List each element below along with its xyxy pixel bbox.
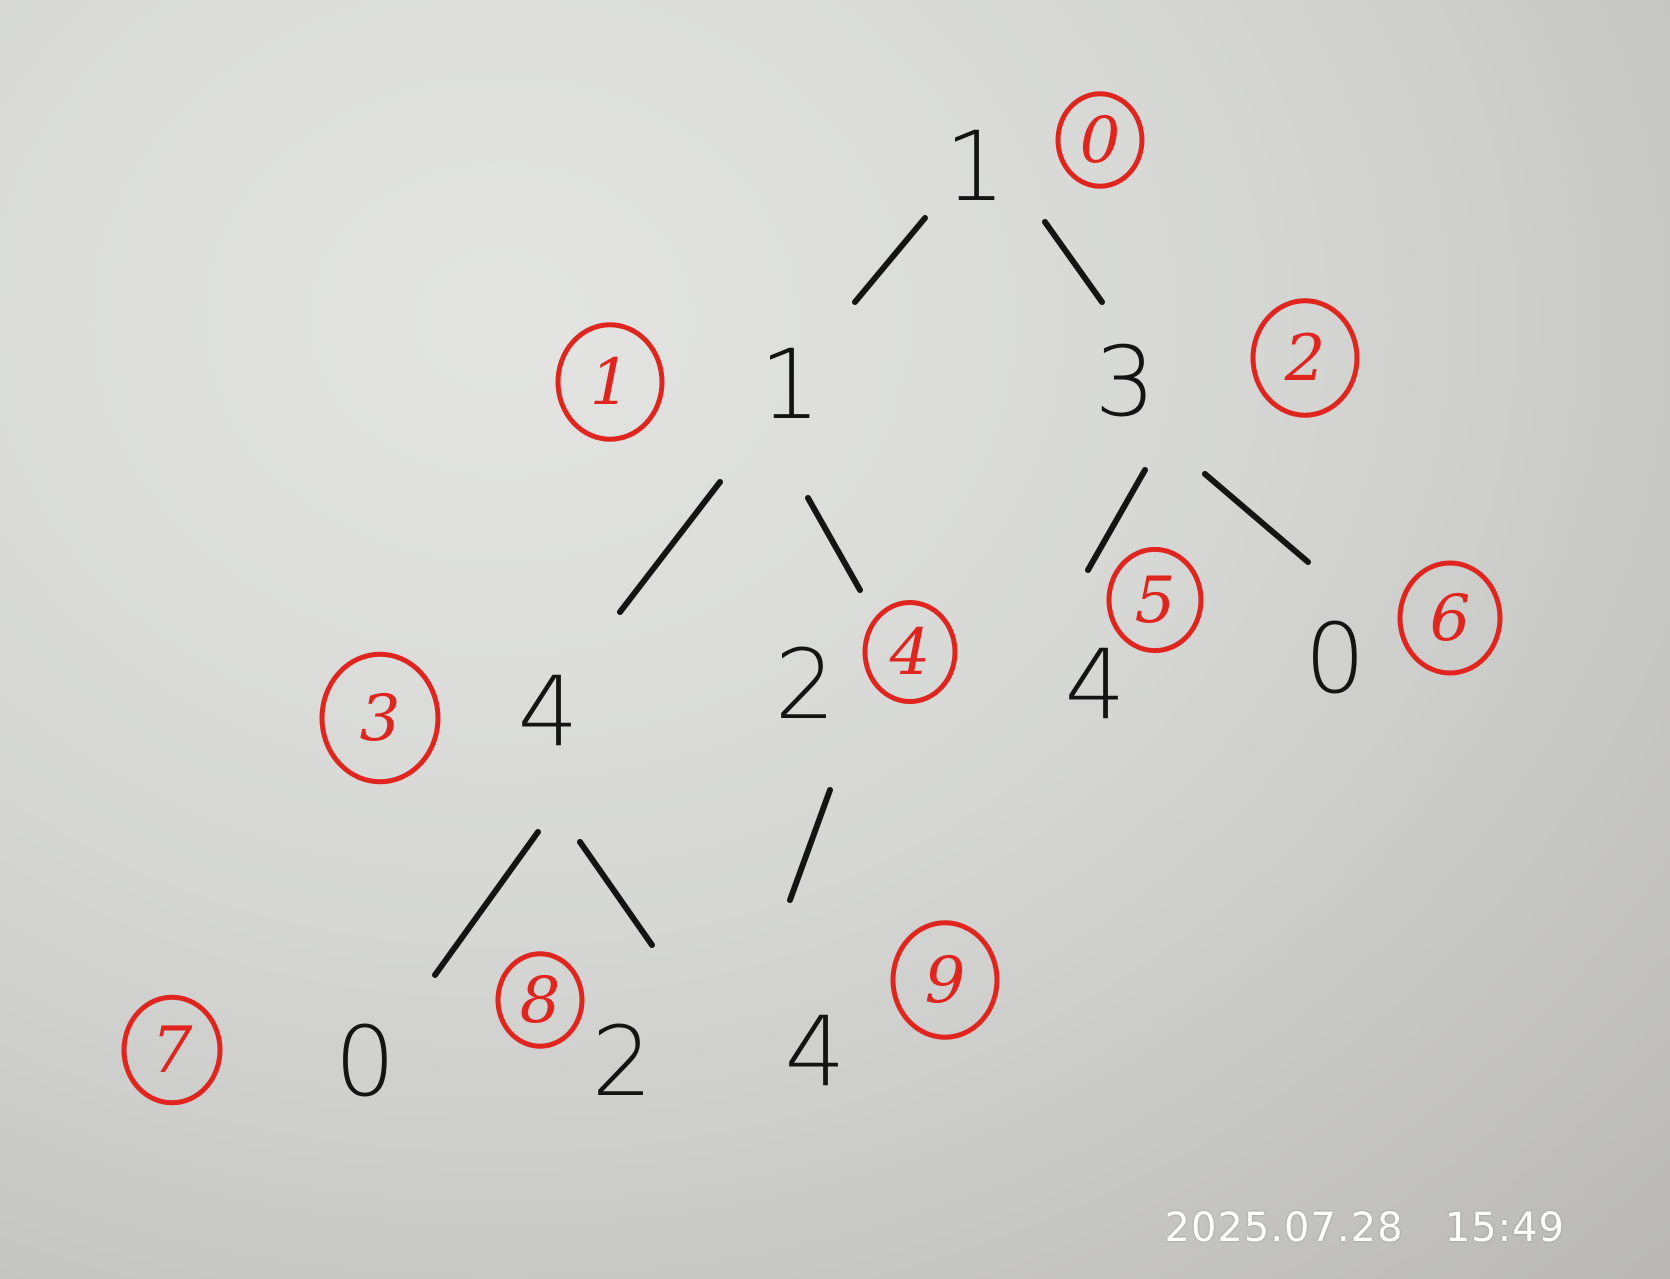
- tree-edge-1-4: [805, 495, 863, 593]
- node-index-badge-6: 6: [1397, 560, 1503, 676]
- node-value-1: 1: [759, 329, 820, 441]
- node-index-badge-0: 0: [1055, 91, 1145, 189]
- node-index-badge-1: 1: [555, 322, 665, 442]
- node-value-4: 2: [774, 629, 835, 741]
- tree-edge-3-8: [577, 839, 655, 948]
- node-value-3: 4: [517, 656, 578, 768]
- node-value-8: 2: [591, 1006, 652, 1118]
- index-circle-6: [1397, 560, 1503, 676]
- index-circle-0: [1055, 91, 1145, 189]
- tree-edge-2-5: [1085, 467, 1148, 573]
- node-value-9: 4: [784, 996, 845, 1108]
- node-index-badge-5: 5: [1106, 546, 1204, 654]
- index-circle-2: [1250, 298, 1360, 418]
- index-label-1: 1: [590, 346, 631, 420]
- node-index-badge-9: 9: [890, 920, 1000, 1040]
- index-label-6: 6: [1430, 582, 1471, 656]
- node-index-badge-4: 4: [862, 600, 958, 704]
- index-label-3: 3: [360, 682, 401, 756]
- index-label-8: 8: [520, 964, 561, 1038]
- tree-edge-2-6: [1202, 471, 1311, 565]
- index-circle-5: [1106, 546, 1204, 654]
- photo-timestamp: 2025.07.28 15:49: [1164, 1205, 1565, 1251]
- node-value-2: 3: [1094, 326, 1155, 438]
- index-label-2: 2: [1284, 322, 1326, 396]
- node-index-badge-8: 8: [495, 951, 585, 1049]
- tree-edge-0-2: [1042, 219, 1105, 305]
- tree-edge-1-3: [617, 479, 723, 615]
- index-circle-8: [495, 951, 585, 1049]
- index-circle-4: [862, 600, 958, 704]
- node-value-6: 0: [1304, 603, 1365, 715]
- index-label-7: 7: [152, 1014, 193, 1088]
- index-label-5: 5: [1135, 564, 1176, 638]
- index-circle-9: [890, 920, 1000, 1040]
- index-circle-7: [121, 994, 223, 1106]
- node-value-7: 0: [334, 1006, 395, 1118]
- node-index-badge-2: 2: [1250, 298, 1360, 418]
- node-value-5: 4: [1064, 629, 1125, 741]
- index-label-0: 0: [1080, 104, 1121, 178]
- tree-edge-3-7: [432, 829, 541, 978]
- tree-edge-4-9: [787, 787, 833, 903]
- node-value-0: 1: [944, 111, 1005, 223]
- tree-edges: [432, 215, 1311, 978]
- index-circle-1: [555, 322, 665, 442]
- node-index-badge-3: 3: [319, 651, 441, 785]
- node-index-badge-7: 7: [121, 994, 223, 1106]
- index-label-4: 4: [889, 616, 931, 690]
- tree-edge-0-1: [852, 215, 928, 305]
- index-circle-3: [319, 651, 441, 785]
- index-label-9: 9: [925, 944, 966, 1018]
